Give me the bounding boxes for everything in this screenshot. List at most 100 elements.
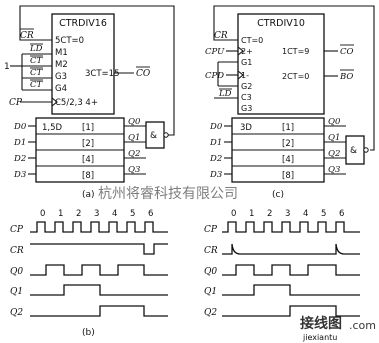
left-weight-2: [4]	[82, 155, 94, 165]
right-cpu-label: CPU	[205, 47, 225, 57]
right-load-label: 3D	[240, 123, 252, 133]
left-pulse-numbers: 0 1 2 3 4 5 6	[40, 209, 153, 219]
right-line-1: 2+	[241, 47, 253, 56]
right-clock-up-triangle	[237, 46, 244, 56]
left-weight-0: [1]	[82, 123, 94, 133]
right-feedback-wire	[213, 5, 375, 151]
right-line-0: CT=0	[241, 36, 263, 45]
right-q0-label: Q0	[328, 117, 341, 127]
left-pulse-4: 4	[112, 209, 117, 219]
right-line-4: G2	[241, 82, 252, 91]
left-q0-waveform	[30, 264, 168, 276]
right-q3-label: Q3	[328, 165, 340, 175]
left-weight-1: [2]	[82, 139, 94, 149]
left-signal-q0: Q0	[10, 267, 23, 277]
left-q1-label: Q1	[128, 133, 140, 143]
left-chip-body	[51, 13, 115, 115]
right-timing-diagram: 0 1 2 3 4 5 6 CP CR Q0 Q1 Q2	[204, 209, 360, 318]
right-pulse-4: 4	[303, 209, 308, 219]
left-line-1: M1	[55, 48, 68, 58]
left-q2-label: Q2	[128, 149, 140, 159]
left-pulse-6: 6	[148, 209, 153, 219]
right-line-3: 1-	[241, 71, 249, 80]
left-counter-circuit: CTRDIV16 CR 5CT=0 M1 M2 G3 G4 C5/2,3 4+ …	[4, 5, 175, 200]
left-signal-q1: Q1	[10, 287, 23, 297]
left-d2-label: D2	[13, 154, 26, 164]
left-ct3-label: CT	[30, 80, 44, 90]
left-load-label: 1,5D	[42, 123, 63, 133]
left-pulse-5: 5	[130, 209, 135, 219]
left-pulse-1: 1	[58, 209, 63, 219]
left-ld-label: LD	[29, 44, 43, 54]
right-line-5: C3	[241, 93, 252, 102]
right-caption: (c)	[272, 190, 284, 200]
right-signal-q1: Q1	[204, 287, 217, 297]
left-q2-waveform	[30, 305, 168, 317]
left-q1-waveform	[30, 284, 168, 296]
left-cp-waveform	[30, 221, 168, 233]
right-q1-waveform	[222, 284, 360, 296]
left-timing-caption: (b)	[82, 328, 95, 338]
left-timing-diagram: 0 1 2 3 4 5 6 CP CR Q0 Q1 Q2 (b)	[10, 209, 168, 338]
left-q0-label: Q0	[128, 117, 141, 127]
left-cr-waveform	[30, 243, 168, 255]
right-d0-label: D0	[209, 122, 223, 132]
left-q3-label: Q3	[128, 165, 140, 175]
left-cr-label: CR	[20, 31, 34, 41]
left-carry-label: 3CT=15	[85, 69, 119, 79]
left-weight-3: [8]	[82, 171, 94, 181]
right-pulse-numbers: 0 1 2 3 4 5 6	[231, 209, 344, 219]
left-pulse-2: 2	[76, 209, 81, 219]
right-nand-bubble	[363, 147, 369, 153]
left-line-3: G3	[55, 72, 67, 82]
left-line-5: C5/2,3 4+	[55, 98, 98, 108]
right-signal-q0: Q0	[204, 267, 217, 277]
left-feedback-wire	[19, 5, 175, 136]
left-one-label: 1	[4, 62, 10, 72]
right-gate-symbol: &	[350, 146, 357, 156]
left-signal-cp: CP	[10, 225, 24, 235]
right-weight-1: [2]	[282, 139, 294, 149]
left-chip-title: CTRDIV16	[59, 18, 107, 29]
right-pulse-0: 0	[231, 209, 236, 219]
right-borrow-label: 2CT=0	[282, 72, 309, 81]
left-line-4: G4	[55, 84, 67, 94]
left-line-2: M2	[55, 60, 68, 70]
right-q1-label: Q1	[328, 133, 340, 143]
right-cr-waveform	[222, 243, 360, 255]
right-q0-waveform	[222, 264, 360, 276]
right-weight-0: [1]	[282, 123, 294, 133]
left-d3-label: D3	[13, 170, 26, 180]
right-q2-label: Q2	[328, 149, 340, 159]
right-pulse-6: 6	[339, 209, 344, 219]
left-signal-q2: Q2	[10, 308, 23, 318]
right-chip-body	[237, 13, 325, 115]
center-watermark: 杭州将睿科技有限公司	[98, 186, 238, 202]
right-line-2: G1	[241, 58, 252, 67]
watermark-site: jiexiantu	[302, 333, 337, 342]
right-cr-label: CR	[214, 31, 228, 41]
right-signal-q2: Q2	[204, 308, 217, 318]
right-pulse-5: 5	[321, 209, 326, 219]
right-weight-3: [8]	[282, 171, 294, 181]
right-d2-label: D2	[209, 154, 222, 164]
left-nand-bubble	[163, 132, 169, 138]
right-weight-2: [4]	[282, 155, 294, 165]
left-pulse-3: 3	[94, 209, 99, 219]
watermark-com: .com	[349, 319, 376, 332]
left-clock-triangle	[51, 97, 58, 107]
right-signal-cp: CP	[204, 225, 218, 235]
right-carry-label: 1CT=9	[282, 47, 309, 56]
right-pulse-1: 1	[249, 209, 254, 219]
right-d3-label: D3	[209, 170, 222, 180]
right-clock-down-triangle	[237, 70, 244, 80]
right-co-label: CO	[340, 47, 354, 57]
right-ld-label: LD	[218, 89, 232, 99]
site-watermark: 接线图 .com jiexiantu	[300, 315, 376, 342]
right-chip-title: CTRDIV10	[257, 18, 305, 29]
left-co-label: CO	[136, 69, 151, 79]
right-q2-waveform	[222, 305, 360, 317]
right-pulse-2: 2	[267, 209, 272, 219]
left-d0-label: D0	[13, 122, 27, 132]
